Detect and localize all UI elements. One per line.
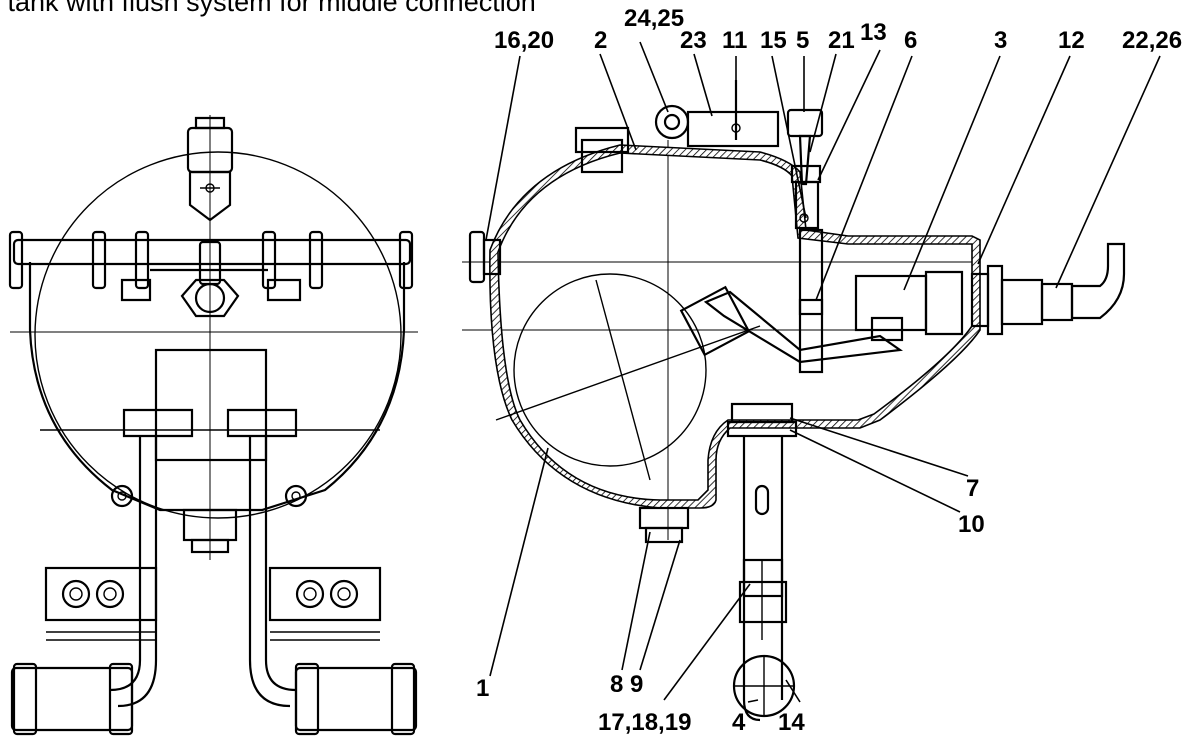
part-label: 14: [778, 709, 805, 736]
front-view-flange: [12, 238, 412, 266]
figure-caption: l tank with flush system for middle conn…: [0, 0, 536, 17]
section-view-drain-plug: [638, 506, 690, 530]
section-view-float-valve: [854, 274, 928, 332]
front-view-sphere: [34, 151, 402, 519]
part-label: 6: [904, 27, 917, 54]
part-label: 5: [796, 27, 809, 54]
part-label: 4: [732, 709, 746, 736]
section-view-plate: [686, 110, 780, 148]
section-view-fixing-eye: [654, 104, 690, 140]
front-view-clamp-left: [44, 566, 158, 622]
part-labels: 16,20 2 24,25 23 11 15 5 21 13 6 3 12 22…: [476, 5, 1182, 736]
part-label: 17,18,19: [598, 709, 691, 736]
section-view-filler-cap: [574, 126, 630, 154]
section-view-side-bolt: [468, 230, 486, 284]
part-label: 1: [476, 675, 489, 702]
part-label: 12: [1058, 27, 1085, 54]
part-label: 13: [860, 19, 887, 46]
front-view-hose-right: [294, 666, 418, 732]
part-label: 22,26: [1122, 27, 1182, 54]
front-view: [8, 115, 418, 736]
part-label: 11: [722, 27, 747, 54]
front-view-clamp-right: [268, 566, 382, 622]
part-label: 3: [994, 27, 1007, 54]
part-label: 16,20: [494, 27, 554, 54]
leader-lines: [485, 41, 1161, 703]
part-label: 7: [966, 475, 979, 502]
section-view-float-ball: [513, 273, 707, 467]
section-view-outlet-nut: [1000, 278, 1044, 326]
part-label: 24,25: [624, 5, 684, 32]
front-view-hose-left: [10, 666, 134, 732]
section-view-elbow-nipple: [1070, 242, 1126, 320]
part-label: 8 9: [610, 671, 643, 698]
part-label: 15: [760, 27, 787, 54]
part-label: 23: [680, 27, 707, 54]
part-label: 10: [958, 511, 985, 538]
part-label: 21: [828, 27, 855, 54]
front-view-vessel: [28, 262, 406, 512]
part-label: 2: [594, 27, 607, 54]
section-view-clamp: [742, 558, 784, 598]
section-view: [462, 80, 1126, 722]
